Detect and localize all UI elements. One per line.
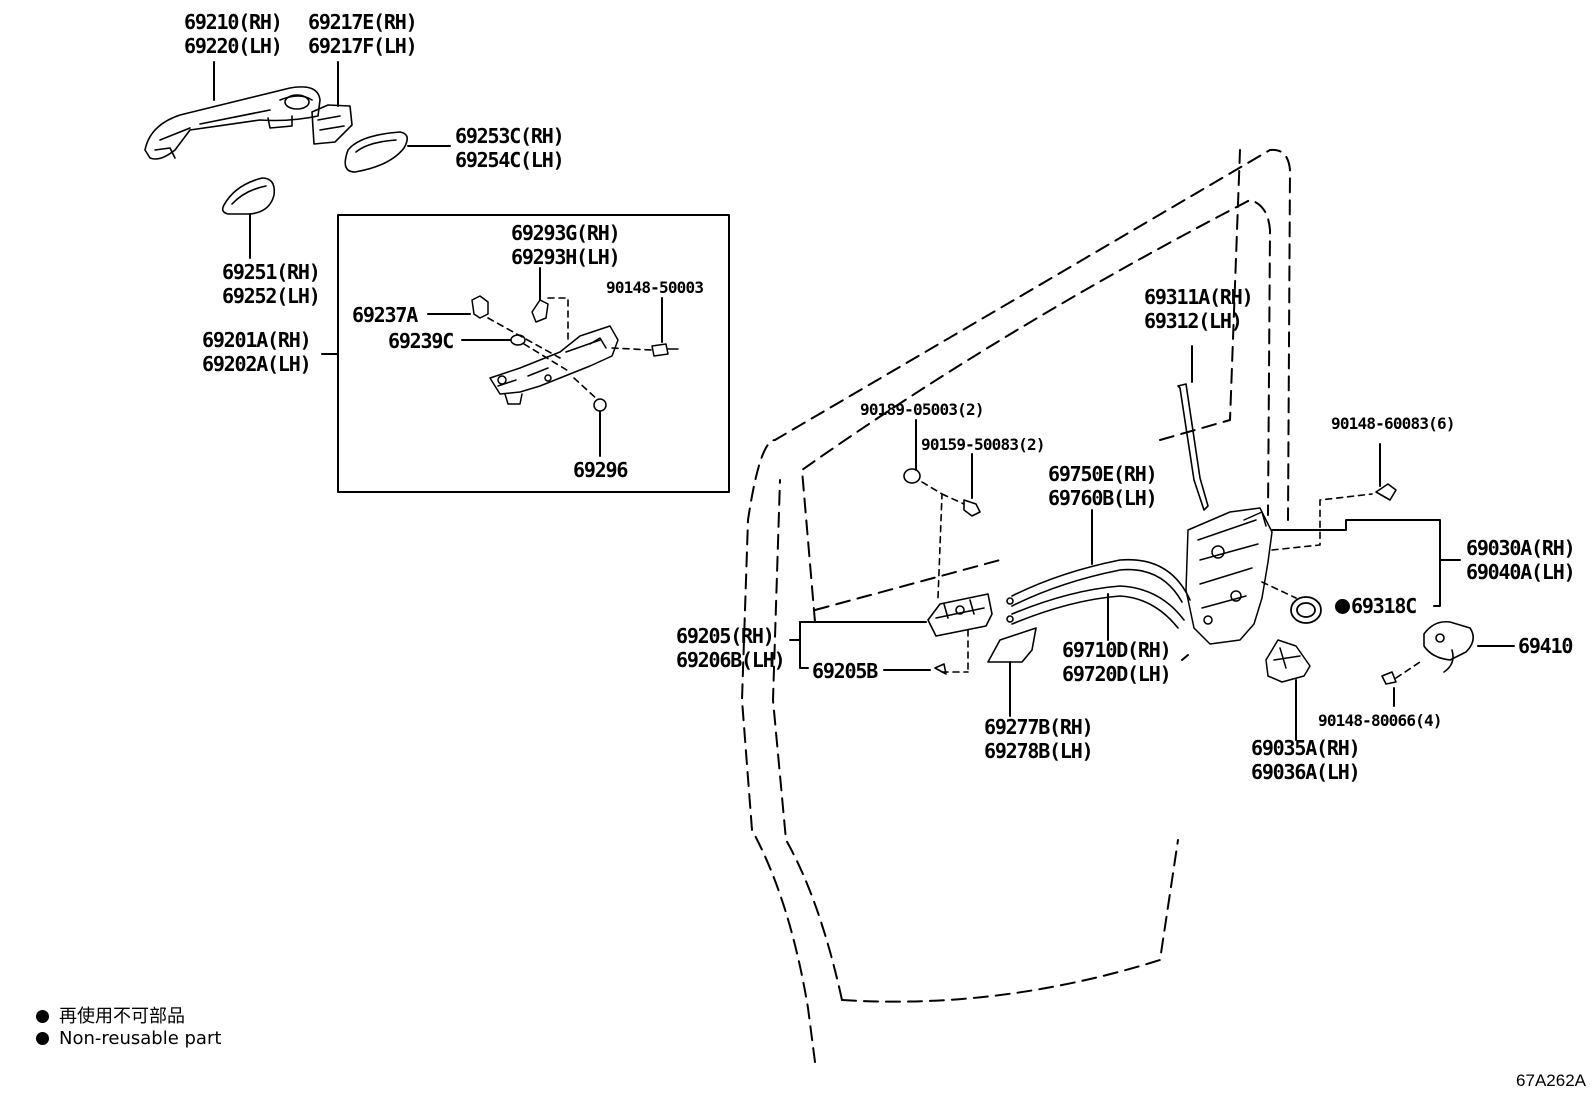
label-bracket-top: 69293G(RH) 69293H(LH) — [511, 221, 621, 269]
label-cover: 69035A(RH) 69036A(LH) — [1251, 736, 1361, 784]
label-lock-assy: 69030A(RH) 69040A(LH) — [1466, 536, 1576, 584]
label-frame-assy-rh: 69201A(RH) — [202, 328, 312, 352]
lock-leaders — [1271, 443, 1461, 607]
leaders-top-left — [213, 61, 451, 355]
label-lock-assy-lh: 69040A(LH) — [1466, 560, 1576, 584]
legend-dot-icon — [36, 1032, 49, 1045]
label-bezel: 69277B(RH) 69278B(LH) — [984, 715, 1094, 763]
pad-front-drawing — [344, 131, 408, 173]
label-grommet: 69239C — [388, 329, 454, 353]
label-lock-assy-rh: 69030A(RH) — [1466, 536, 1576, 560]
label-rod-rh: 69311A(RH) — [1144, 285, 1254, 309]
rod-dash — [1159, 149, 1241, 441]
legend-jp: 再使用不可部品 — [36, 1002, 185, 1028]
label-rod: 69311A(RH) 69312(LH) — [1144, 285, 1254, 333]
rod-drawing — [1177, 383, 1209, 511]
label-pad-front: 69253C(RH) 69254C(LH) — [455, 124, 565, 172]
inside-dashes — [921, 481, 969, 673]
pad-rear-drawing — [221, 177, 276, 215]
label-cable-upper: 69750E(RH) 69760B(LH) — [1048, 462, 1158, 510]
screw-90189-drawing — [903, 468, 921, 484]
label-pad-front-lh: 69254C(LH) — [455, 148, 565, 172]
legend-en: Non-reusable part — [36, 1028, 221, 1049]
inside-leaders — [789, 419, 1011, 717]
label-bracket-top-lh: 69293H(LH) — [511, 245, 621, 269]
label-screw-lock: 90148-60083(6) — [1331, 414, 1455, 433]
label-screw-frame: 69296 — [573, 458, 628, 482]
label-screw-handle1: 90189-05003(2) — [860, 400, 984, 419]
lock-dashes — [1261, 493, 1373, 599]
label-frame-assy-lh: 69202A(LH) — [202, 352, 312, 376]
cover-drawing — [1265, 639, 1311, 683]
screw-69205b-drawing — [934, 663, 947, 675]
label-cable-upper-rh: 69750E(RH) — [1048, 462, 1158, 486]
outside-handle-drawing — [144, 86, 321, 160]
legend-dot-icon — [36, 1010, 49, 1023]
label-inside-handle-rh: 69205(RH) — [676, 624, 775, 648]
label-cable-lower: 69710D(RH) 69720D(LH) — [1062, 638, 1172, 686]
label-bezel-rh: 69277B(RH) — [984, 715, 1094, 739]
frame-assy-leaders — [427, 267, 663, 457]
screw-lock-drawing — [1375, 483, 1397, 501]
label-inside-handle-lh: 69206B(LH) — [676, 648, 786, 672]
label-handle-frame-lh: 69220(LH) — [184, 34, 283, 58]
label-handle-cap: 69217E(RH) 69217F(LH) — [308, 10, 418, 58]
handle-cap-drawing — [311, 104, 353, 145]
label-cover-rh: 69035A(RH) — [1251, 736, 1361, 760]
legend-jp-text: 再使用不可部品 — [59, 1006, 185, 1027]
screw-90159-drawing — [963, 499, 981, 517]
figure-code: 67A262A — [1516, 1071, 1586, 1090]
lock-assy-drawing — [1185, 507, 1273, 645]
label-seal: 69318C — [1335, 594, 1417, 618]
non-reusable-marker-icon — [1335, 599, 1350, 614]
door-beltline — [814, 559, 1001, 611]
label-screw-striker: 90148-80066(4) — [1318, 711, 1442, 730]
cables-drawing — [1006, 558, 1191, 629]
label-cable-upper-lh: 69760B(LH) — [1048, 486, 1158, 510]
label-rod-lh: 69312(LH) — [1144, 309, 1243, 333]
label-bezel-lh: 69278B(LH) — [984, 739, 1094, 763]
bezel-drawing — [987, 627, 1037, 663]
door-outline — [741, 148, 1291, 1063]
frame-assy-drawing — [471, 295, 679, 412]
label-bolt-frame: 90148-50003 — [606, 278, 704, 297]
label-handle-cap-rh: 69217E(RH) — [308, 10, 418, 34]
label-handle-frame: 69210(RH) 69220(LH) — [184, 10, 283, 58]
label-handle-frame-rh: 69210(RH) — [184, 10, 283, 34]
label-striker: 69410 — [1518, 634, 1573, 658]
label-frame-assy: 69201A(RH) 69202A(LH) — [202, 328, 312, 376]
label-pad-rear: 69251(RH) 69252(LH) — [222, 260, 321, 308]
inside-handle-drawing — [927, 593, 993, 637]
label-pad-rear-lh: 69252(LH) — [222, 284, 321, 308]
frame-assy-box — [337, 214, 730, 493]
label-cable-lower-lh: 69720D(LH) — [1062, 662, 1172, 686]
label-handle-cap-lh: 69217F(LH) — [308, 34, 418, 58]
label-inside-handle-sub: 69205B — [812, 659, 878, 683]
label-cable-lower-rh: 69710D(RH) — [1062, 638, 1172, 662]
striker-dash — [1395, 661, 1421, 679]
label-pad-rear-rh: 69251(RH) — [222, 260, 321, 284]
label-clip: 69237A — [352, 303, 418, 327]
label-bracket-top-rh: 69293G(RH) — [511, 221, 621, 245]
seal-drawing — [1290, 596, 1322, 624]
label-cover-lh: 69036A(LH) — [1251, 760, 1361, 784]
cable-leaders — [1091, 509, 1109, 641]
label-seal-text: 69318C — [1351, 594, 1417, 618]
label-inside-handle: 69205(RH) 69206B(LH) — [676, 624, 786, 672]
label-screw-handle2: 90159-50083(2) — [921, 435, 1045, 454]
frame-assy-dashes — [487, 297, 653, 401]
striker-drawing — [1423, 620, 1474, 673]
label-pad-front-rh: 69253C(RH) — [455, 124, 565, 148]
screw-striker-drawing — [1381, 671, 1397, 685]
legend-en-text: Non-reusable part — [59, 1028, 222, 1049]
